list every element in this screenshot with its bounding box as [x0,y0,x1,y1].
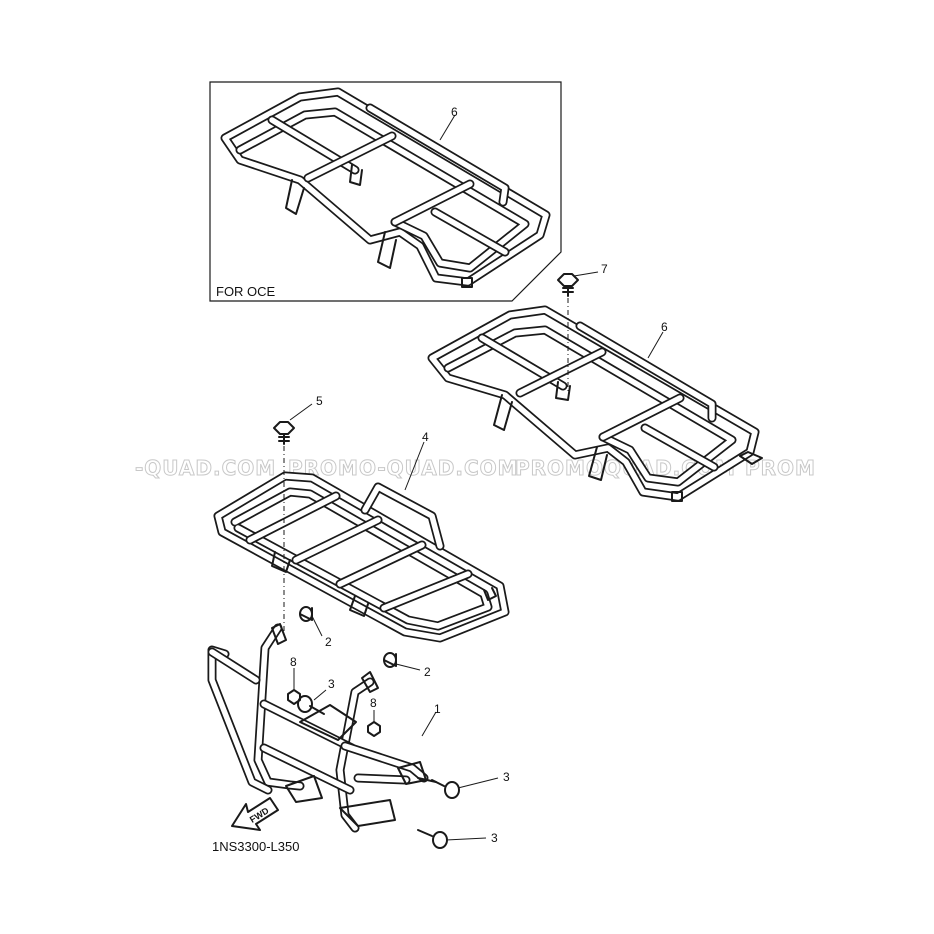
callout-8-right: 8 [370,696,377,710]
bolt-3-bottom [417,829,487,849]
callout-2-left: 2 [325,635,332,649]
diagram-code: 1NS3300-L350 [212,839,299,854]
callout-2-right: 2 [424,665,431,679]
callout-8-left: 8 [290,655,297,669]
watermark-4: PROM [745,456,816,480]
inset-label: FOR OCE [216,284,276,299]
leader-4 [404,441,425,491]
callout-3-right: 3 [503,770,510,784]
callout-5: 5 [316,394,323,408]
clamp-2-right [383,652,421,671]
bolt-8-right [367,710,381,737]
bolt-3-right [431,777,499,799]
leader-6-inset [439,114,456,141]
bolt-8-left [287,668,301,705]
front-guard [207,623,437,833]
rear-carrier-oce [220,87,551,288]
watermark-1: -QUAD.COM [135,456,276,480]
callout-4: 4 [422,430,429,444]
callout-6-inset: 6 [451,105,458,119]
callout-3-bottom: 3 [491,831,498,845]
rear-carrier [427,305,763,502]
bolt-3-top [297,689,327,715]
forward-arrow-icon: FWD [231,797,279,831]
bolt-7 [557,271,599,392]
leader-1 [421,711,437,737]
callout-1: 1 [434,702,441,716]
leader-6-main [647,331,664,359]
callout-7: 7 [601,262,608,276]
front-carrier [213,471,510,643]
inset-frame [209,81,562,302]
bolt-5 [273,403,313,632]
callout-3-top: 3 [328,677,335,691]
clamp-2-left [299,606,323,637]
watermark-2: PROMO-QUAD.COM [288,456,519,480]
inset-for-oce: FOR OCE [209,81,562,302]
callout-6: 6 [661,320,668,334]
